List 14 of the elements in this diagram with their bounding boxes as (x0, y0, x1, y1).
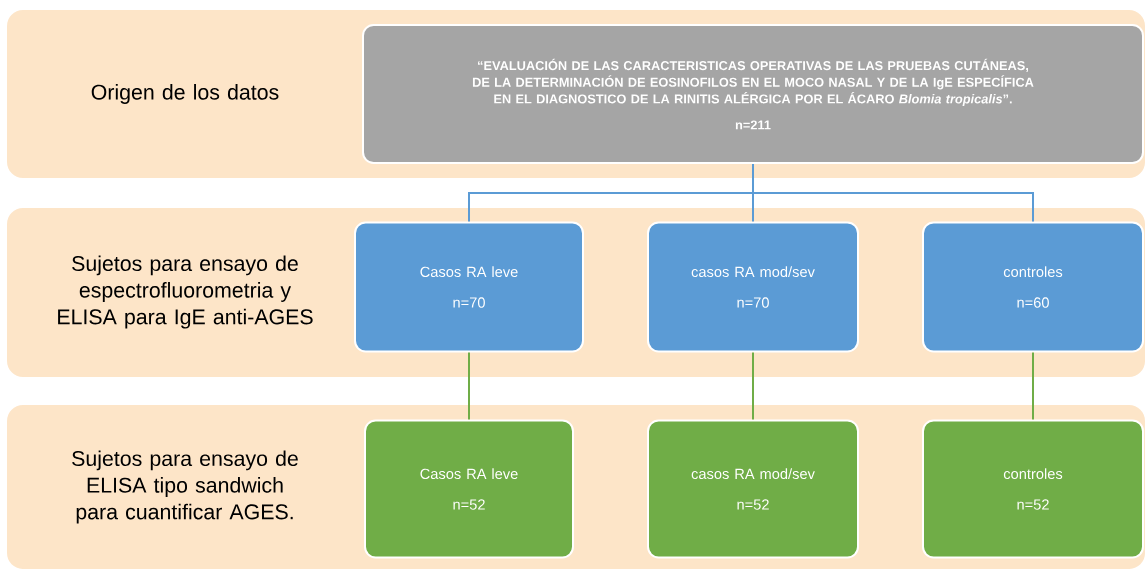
process-box: “EVALUACIÓN DE LAS CARACTERISTICAS OPERATIVAS DE LAS PRUEBAS CUTÁNEAS, DE LA DETERMINACIÓN DE EOSINOFILOS EN EL MOCO NASAL Y DE LA IgE ESPECÍFICA EN EL DIAGNOSTICO DE LA RINITIS ALÉRGICA POR EL ÁCARO Blomia tropicalis”. n=211 (362, 24, 1144, 164)
process-box: Casos RA leve n=52 (364, 419, 574, 559)
connector-line (468, 351, 470, 421)
row-label: Origen de los datos (91, 84, 279, 104)
connector-line (1032, 351, 1034, 421)
process-box: casos RA mod/sev n=52 (647, 419, 859, 559)
process-box: Casos RA leve n=70 (354, 221, 584, 353)
row-label: Sujetos para ensayo de ELISA tipo sandwich para cuantificar AGES. (72, 450, 298, 524)
process-box: controles n=52 (922, 419, 1144, 559)
connector-line (752, 163, 1034, 223)
process-box: casos RA mod/sev n=70 (647, 221, 859, 353)
row-label: Sujetos para ensayo de espectrofluorometria y ELISA para IgE anti-AGES (58, 255, 313, 329)
connector-line (752, 351, 754, 421)
process-box: controles n=60 (922, 221, 1144, 353)
